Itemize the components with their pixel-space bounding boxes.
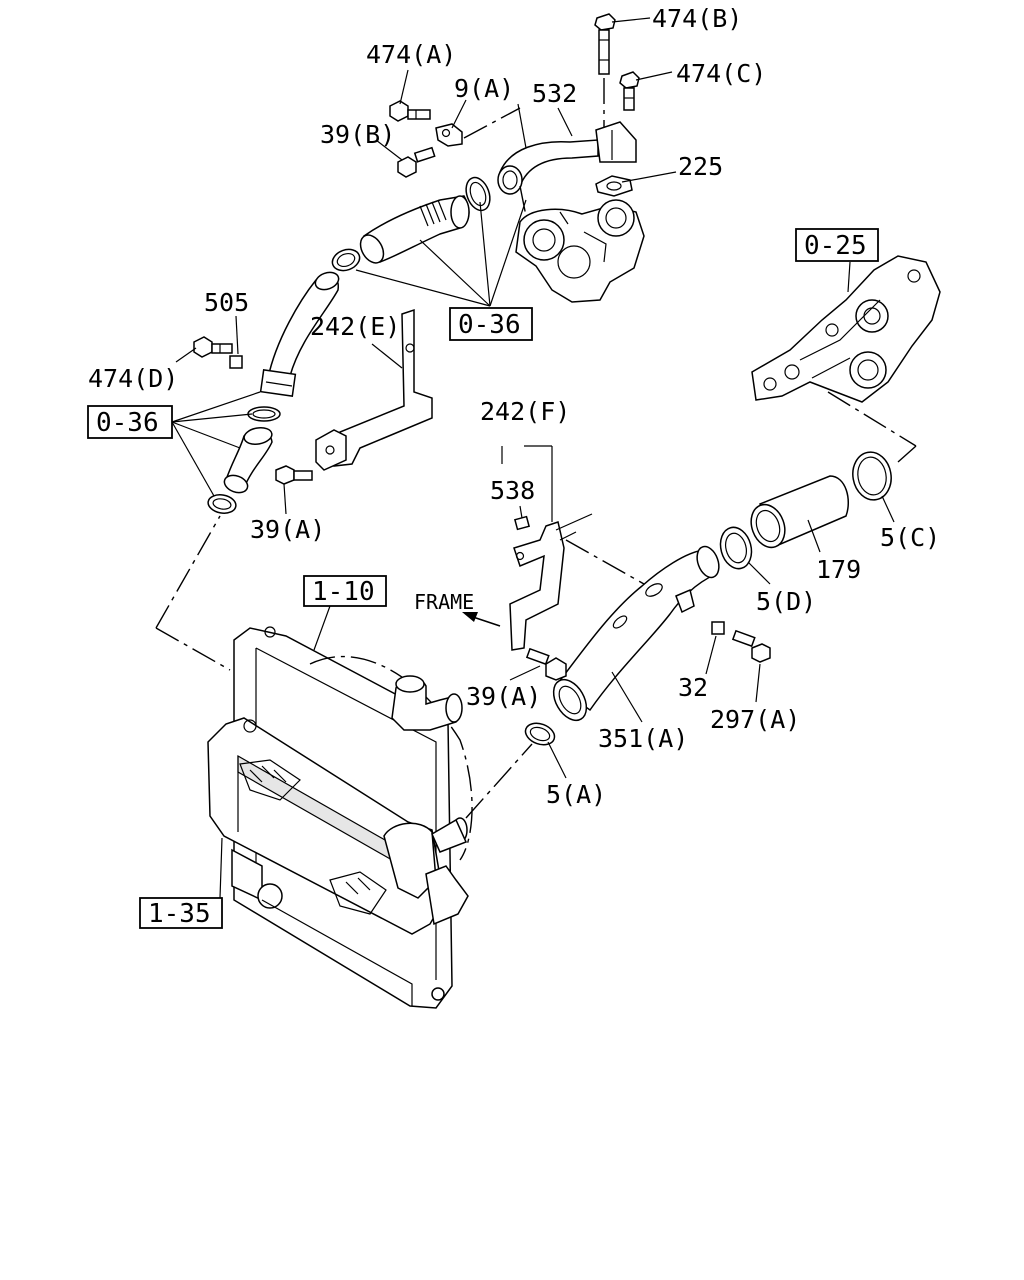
label-5a: 5(A) — [546, 780, 606, 809]
upper-hose — [359, 195, 470, 264]
label-505: 505 — [204, 288, 249, 317]
ref-box-0-36-top: 0-36 — [449, 307, 533, 341]
label-5c: 5(C) — [880, 523, 940, 552]
label-242e: 242(E) — [310, 312, 400, 341]
ref-label-0-36-top: 0-36 — [458, 310, 521, 340]
label-39a-left: 39(A) — [250, 515, 325, 544]
part-labels: 474(B) 474(C) 474(A) 9(A) 532 39(B) 225 … — [88, 4, 940, 809]
intake-manifold — [751, 255, 941, 463]
hose-left-lower — [223, 427, 273, 494]
label-297a: 297(A) — [710, 705, 800, 734]
bracket-242e — [315, 308, 433, 471]
bolt-474d — [193, 336, 233, 358]
label-474b: 474(B) — [652, 4, 742, 33]
bolt-39b — [397, 146, 436, 178]
label-474d: 474(D) — [88, 364, 178, 393]
clip-538 — [513, 515, 531, 531]
label-474c: 474(C) — [676, 59, 766, 88]
frame-direction-arrow: FRAME — [414, 590, 501, 627]
clamp-5c — [852, 451, 892, 501]
ref-label-0-25: 0-25 — [804, 231, 867, 261]
label-5d: 5(D) — [756, 587, 816, 616]
pipe-532 — [497, 121, 637, 195]
label-351a: 351(A) — [598, 724, 688, 753]
ref-label-1-35: 1-35 — [148, 899, 211, 929]
leader-lines — [155, 17, 895, 899]
clamp-upper-left — [331, 248, 361, 272]
ref-box-0-25: 0-25 — [795, 228, 879, 262]
nut-32 — [711, 621, 725, 635]
label-179: 179 — [816, 555, 861, 584]
ref-label-1-10: 1-10 — [312, 577, 375, 607]
ref-box-1-35: 1-35 — [139, 897, 223, 929]
clamp-left-lower — [207, 494, 237, 514]
bracket-242f — [509, 513, 593, 651]
label-242f: 242(F) — [480, 397, 570, 426]
clamp-left-upper — [247, 406, 281, 422]
label-39b: 39(B) — [320, 120, 395, 149]
bolt-39a-mid — [525, 647, 567, 681]
hose-179 — [750, 475, 850, 549]
clamp-5d — [719, 526, 753, 570]
bolt-474c — [619, 71, 640, 111]
ref-box-0-36-left: 0-36 — [87, 405, 173, 439]
bracket-9a — [435, 107, 521, 147]
bolt-297a — [731, 629, 771, 663]
label-532: 532 — [532, 79, 577, 108]
pipe-351a — [552, 545, 720, 722]
label-474a: 474(A) — [366, 40, 456, 69]
nut-505 — [229, 355, 243, 369]
label-225: 225 — [678, 152, 723, 181]
label-39a-mid: 39(A) — [466, 682, 541, 711]
label-32: 32 — [678, 673, 708, 702]
left-pipe — [259, 271, 340, 397]
ref-label-0-36-left: 0-36 — [96, 408, 159, 438]
gasket-225 — [595, 175, 633, 197]
ref-box-1-10: 1-10 — [303, 575, 387, 607]
bolt-474a — [389, 100, 431, 122]
turbocharger — [515, 199, 645, 303]
clamp-5a — [524, 722, 556, 746]
bolt-474b — [594, 13, 616, 128]
bolt-39a-left — [275, 465, 313, 485]
label-9a: 9(A) — [454, 74, 514, 103]
radiator-assembly — [207, 626, 473, 1009]
label-538: 538 — [490, 476, 535, 505]
frame-label: FRAME — [414, 590, 474, 614]
clamp-upper-right — [465, 176, 491, 212]
